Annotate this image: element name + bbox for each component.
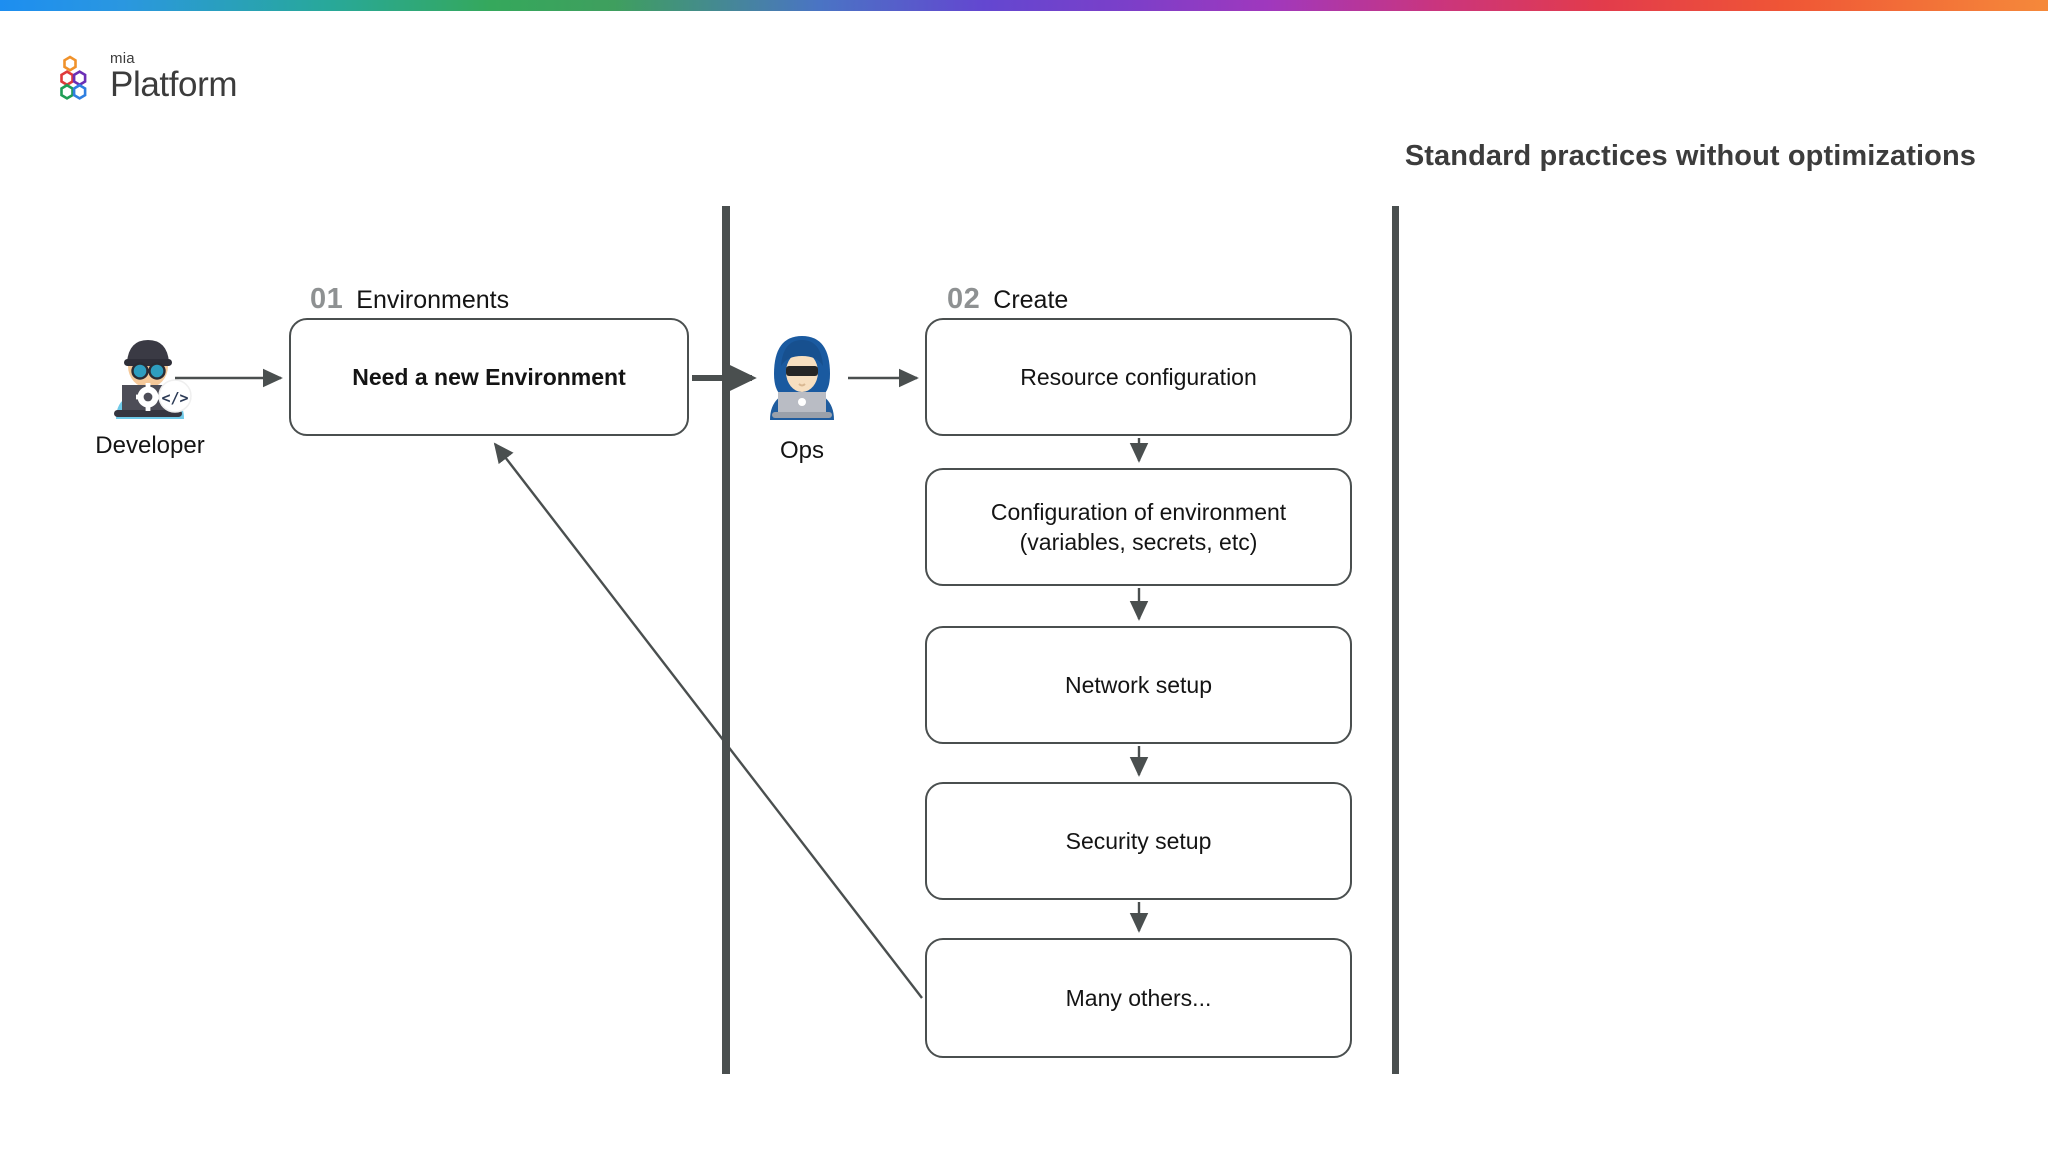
node-configenv-line2: (variables, secrets, etc) xyxy=(1019,529,1258,555)
node-resource-configuration[interactable]: Resource configuration xyxy=(925,318,1352,436)
connector-many-to-need-feedback xyxy=(493,442,923,999)
logo-platform-text: Platform xyxy=(110,65,238,104)
developer-label: Developer xyxy=(95,432,205,459)
ops-label: Ops xyxy=(779,437,824,464)
node-need-a-new-environment[interactable]: Need a new Environment xyxy=(289,318,689,436)
top-accent-gradient-bar xyxy=(0,0,2048,11)
node-configuration-of-environment[interactable]: Configuration of environment (variables,… xyxy=(925,468,1352,586)
section-title-02: Create xyxy=(993,286,1069,314)
node-security-setup[interactable]: Security setup xyxy=(925,782,1352,900)
developer-avatar-icon: </> xyxy=(100,333,196,419)
swimlane-divider-2 xyxy=(1392,206,1399,1074)
page-title: Standard practices without optimizations xyxy=(1404,140,1976,172)
section-number-02: 02 xyxy=(947,283,981,315)
node-configenv-text: Configuration of environment (variables,… xyxy=(991,497,1286,557)
section-header-01: 01 Environments xyxy=(310,284,509,315)
section-number-01: 01 xyxy=(310,283,344,315)
mia-platform-logo: mia Platform xyxy=(56,50,286,104)
node-many-others[interactable]: Many others... xyxy=(925,938,1352,1058)
node-network-setup[interactable]: Network setup xyxy=(925,626,1352,744)
section-title-01: Environments xyxy=(356,286,510,314)
node-configenv-line1: Configuration of environment xyxy=(990,499,1287,525)
hexagon-cluster-icon xyxy=(56,55,102,101)
swimlane-divider-1 xyxy=(722,206,730,1074)
svg-text:</>: </> xyxy=(161,389,188,407)
logo-wordmark: mia Platform xyxy=(110,50,238,104)
logo-mia-text: mia xyxy=(110,50,135,67)
ops-avatar-icon xyxy=(762,330,842,420)
section-header-02: 02 Create xyxy=(947,284,1068,315)
